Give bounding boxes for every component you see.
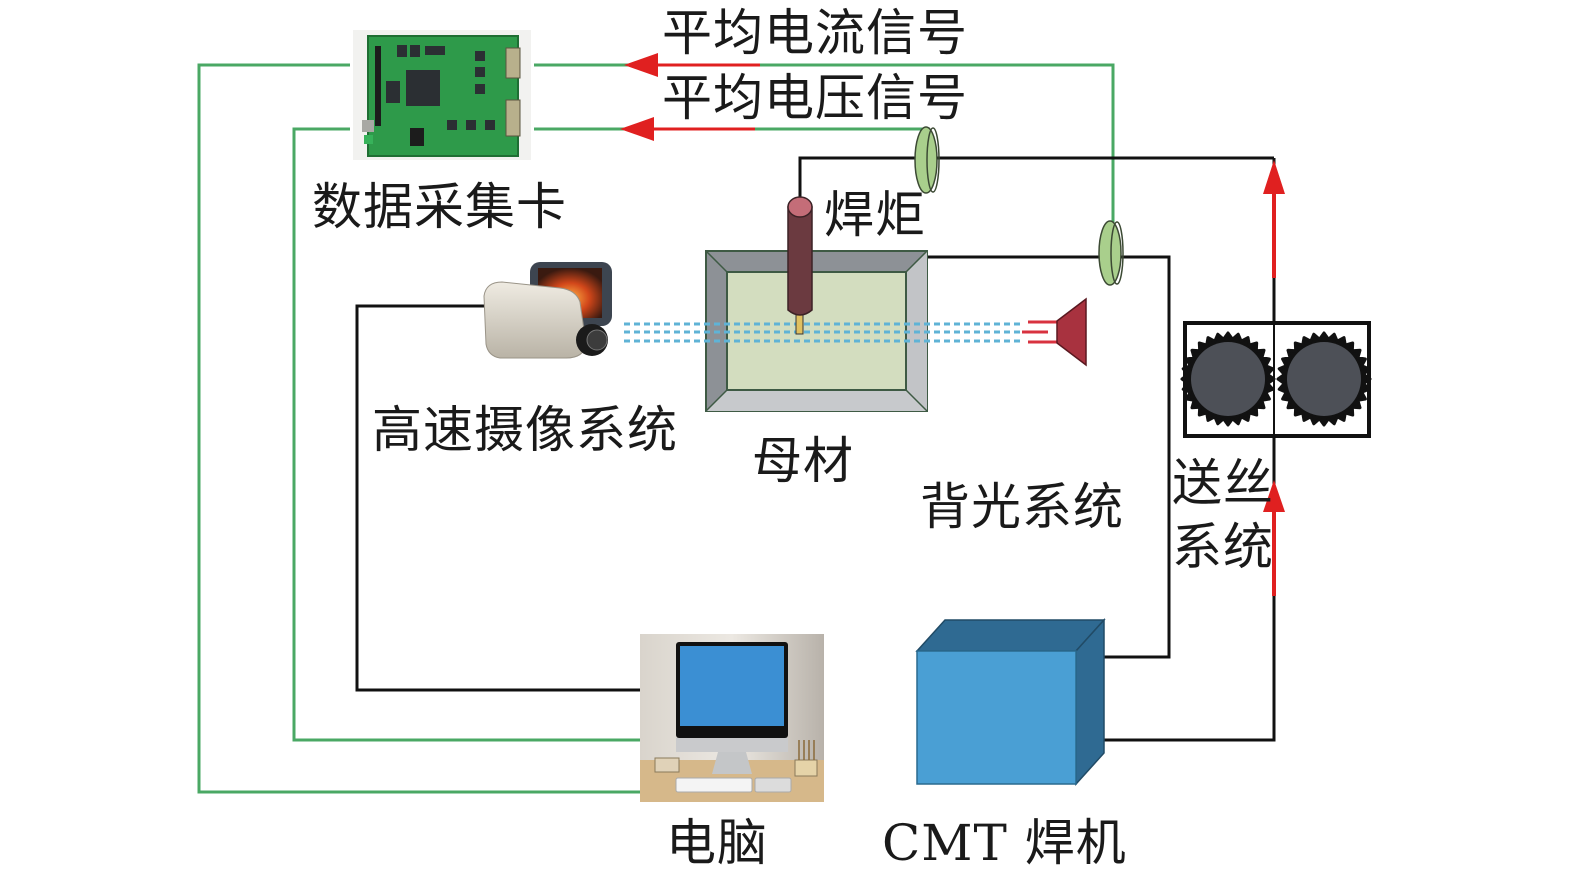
label-high-speed-camera: 高速摄像系统	[372, 401, 678, 459]
workpiece-cable	[905, 255, 1171, 659]
signal-arrows	[620, 53, 760, 141]
current-signal-arrow	[624, 53, 658, 77]
label-computer: 电脑	[666, 814, 768, 872]
torch-cable	[798, 156, 1274, 200]
voltage-signal-arrow	[620, 117, 654, 141]
label-base-metal: 母材	[752, 432, 854, 490]
feed-roller-gear	[1180, 331, 1276, 427]
label-daq-card: 数据采集卡	[312, 178, 567, 236]
high-speed-camera-image	[483, 262, 612, 359]
backlight-lamp	[1022, 297, 1087, 367]
computer-image	[640, 634, 824, 802]
label-avg-voltage-signal: 平均电压信号	[662, 69, 968, 127]
camera-to-computer-wire	[355, 304, 645, 692]
wire-feed-arrow-upper	[1263, 160, 1285, 194]
daq-to-computer-wire-inner	[292, 127, 640, 742]
welding-torch	[787, 196, 813, 335]
daq-to-computer-wire-outer	[197, 63, 640, 794]
wire-feed-arrow-lower	[1263, 480, 1285, 512]
voltage-sensor	[914, 126, 940, 194]
feed-roller-gear	[1276, 331, 1372, 427]
wire-feeder	[1180, 321, 1372, 438]
cmt-welder-box	[915, 618, 1106, 786]
daq-card-image	[353, 30, 531, 160]
label-torch: 焊炬	[824, 186, 926, 244]
wire-feed-arrows	[1263, 160, 1285, 596]
label-wire-feed-2: 系统	[1172, 518, 1274, 576]
label-cmt-welder: CMT 焊机	[882, 814, 1127, 872]
label-backlight: 背光系统	[920, 478, 1124, 536]
backlight-beams	[624, 322, 1024, 343]
current-sensor	[1098, 220, 1124, 286]
label-wire-feed-1: 送丝	[1172, 454, 1274, 512]
label-avg-current-signal: 平均电流信号	[662, 4, 968, 62]
